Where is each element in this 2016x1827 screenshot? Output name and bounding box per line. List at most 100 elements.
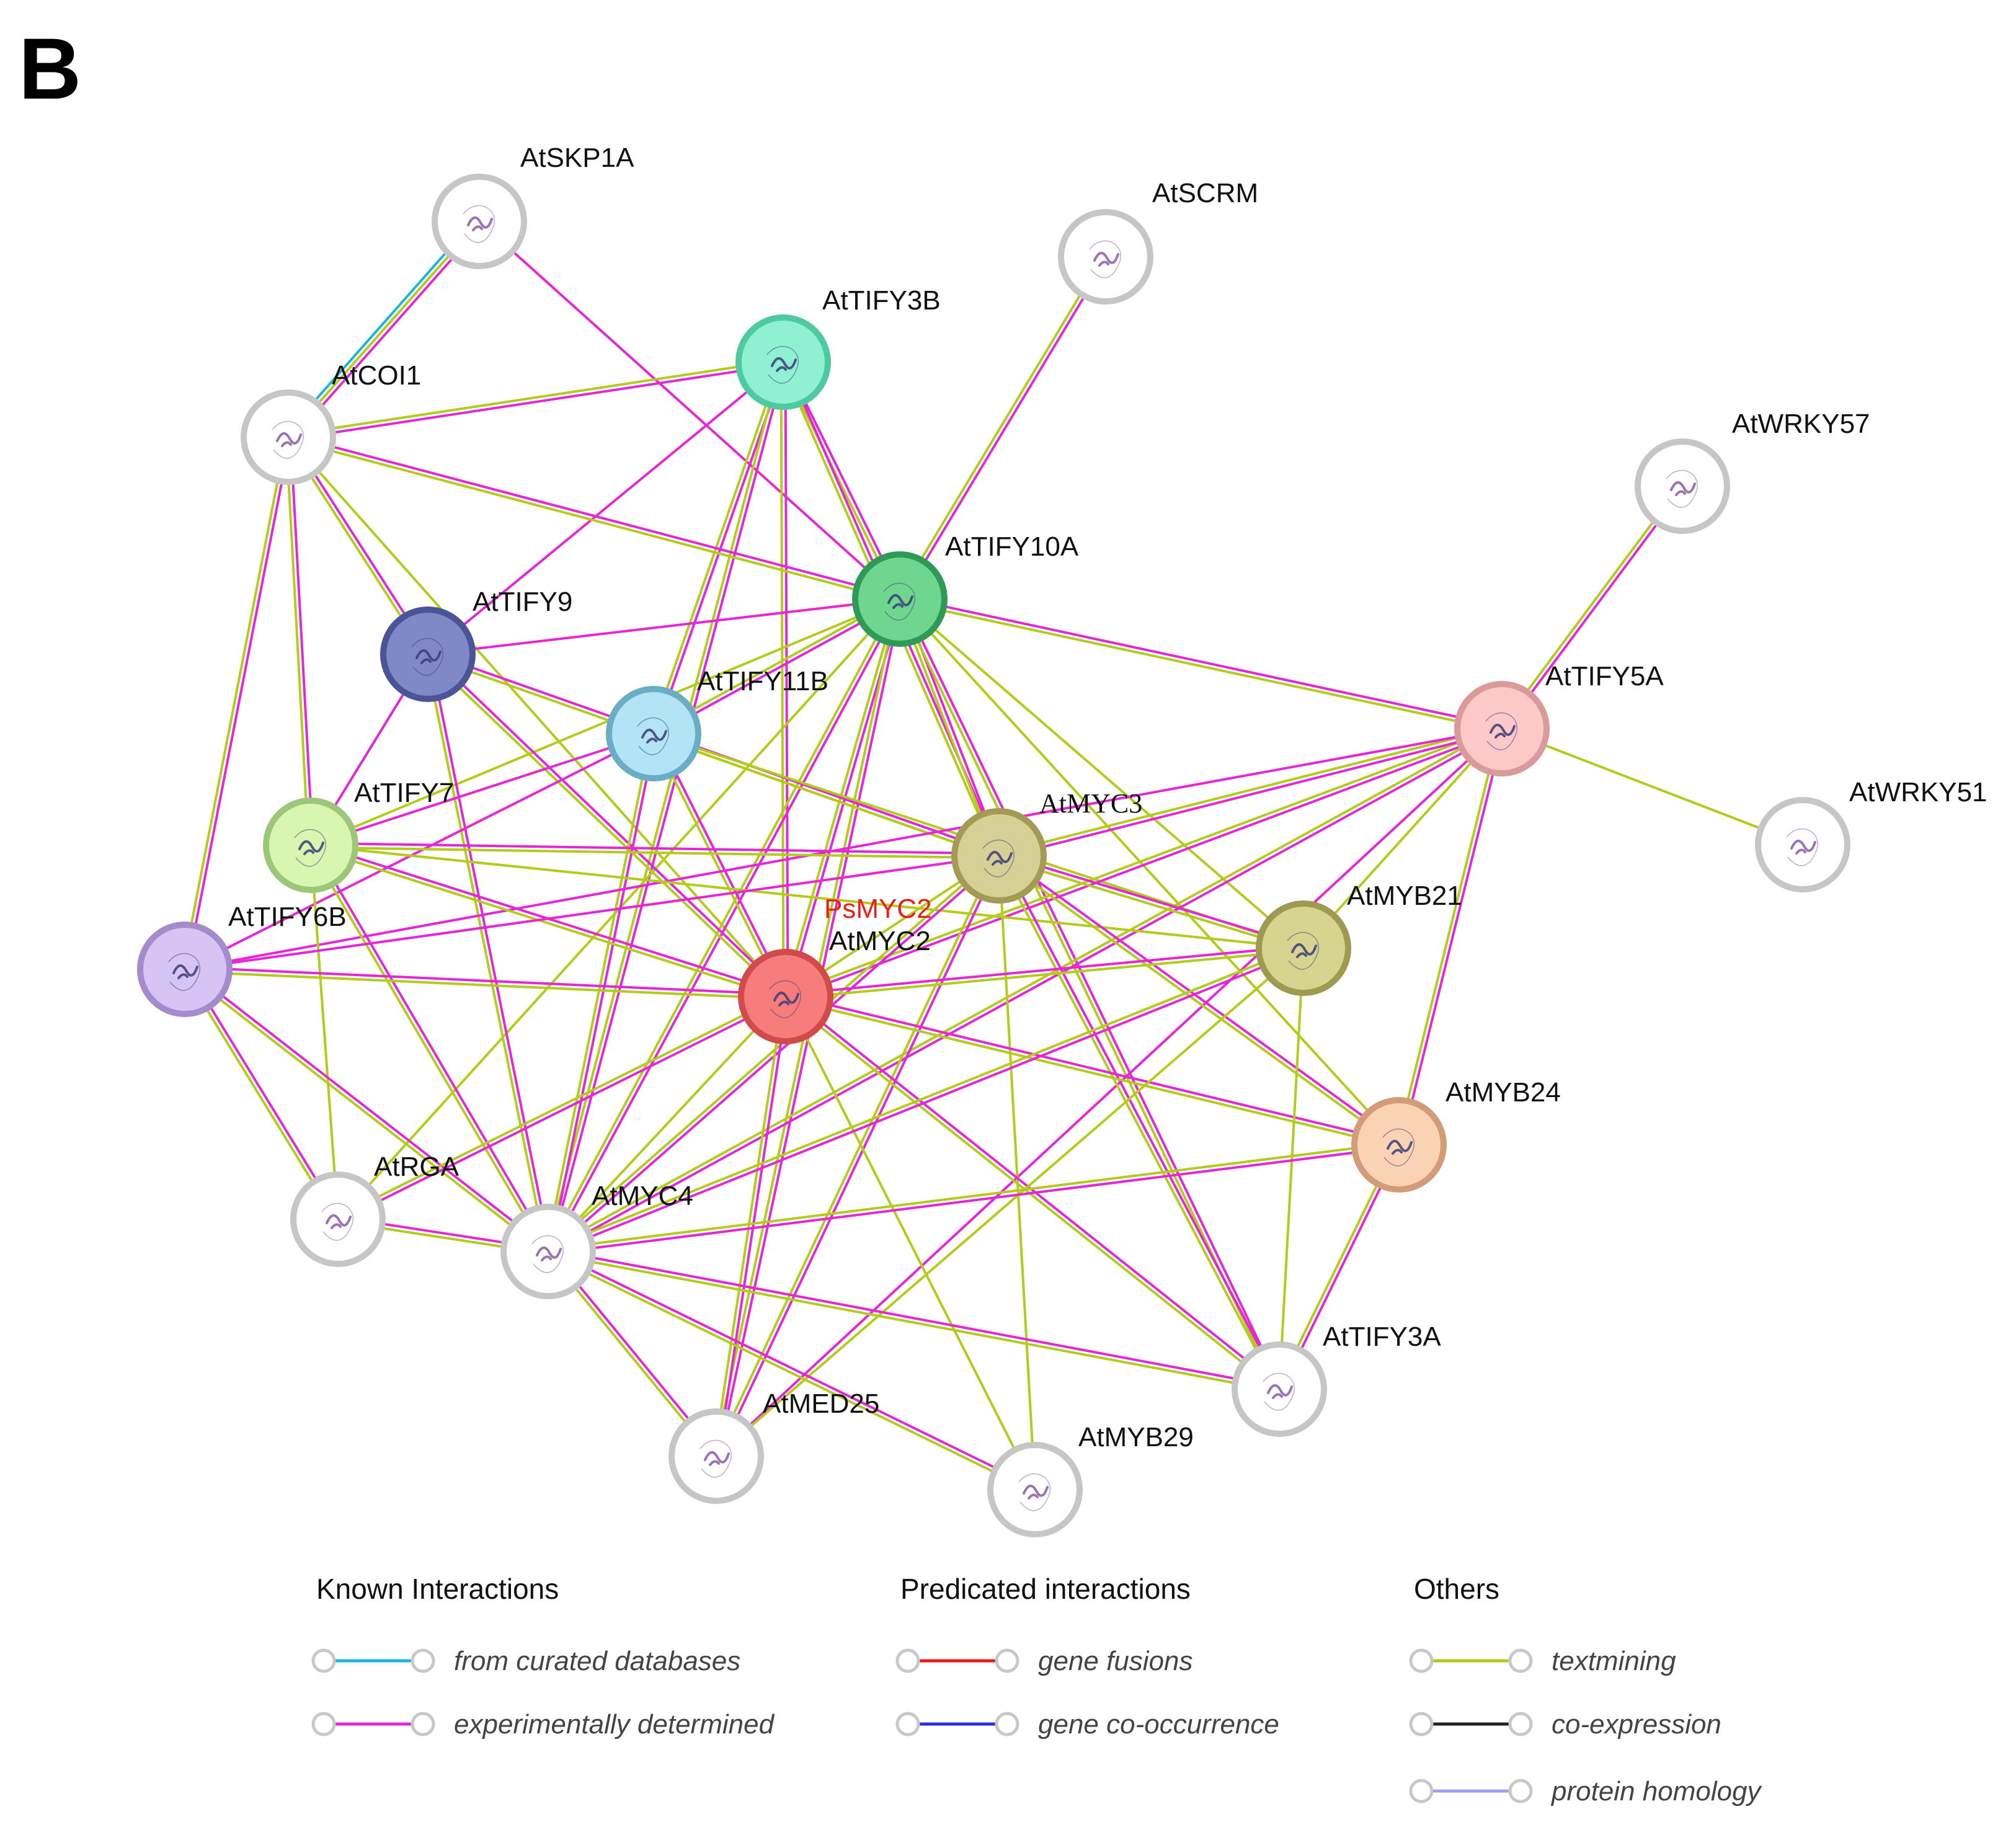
node-tify3b[interactable]: AtTIFY3B [735, 285, 941, 410]
edge-line-textmining [715, 947, 1305, 1457]
node-rga[interactable]: AtRGA [290, 1152, 460, 1267]
edge-tify3b-tify9 [427, 361, 784, 656]
node-tify3a[interactable]: AtTIFY3A [1232, 1322, 1441, 1437]
edge-tify9-myc4 [424, 652, 552, 1253]
legend-item-label: gene co-occurrence [1038, 1709, 1279, 1740]
edge-line-textmining [1302, 727, 1503, 949]
edge-line-experimental [337, 997, 788, 1223]
protein-structure-icon [699, 1439, 732, 1478]
edge-myc3-myb21 [997, 852, 1306, 952]
edge-line-textmining [1395, 727, 1501, 1146]
node-label-tify10a: AtTIFY10A [945, 531, 1079, 562]
node-tify7[interactable]: AtTIFY7 [263, 778, 454, 893]
legend-node-icon [311, 1712, 336, 1736]
node-scrm[interactable]: AtSCRM [1058, 178, 1258, 304]
node-label-tify11b: AtTIFY11B [697, 666, 828, 696]
edge-line-experimental [185, 966, 551, 1251]
edge-line-textmining [544, 732, 653, 1253]
edge-tify6b-rga [182, 967, 341, 1222]
edge-line-textmining [309, 846, 1000, 860]
edge-line-experimental [549, 361, 787, 1253]
edge-line-textmining [779, 361, 785, 998]
edge-line-experimental [427, 598, 901, 656]
node-label-coi1: AtCOI1 [332, 360, 421, 391]
protein-structure-icon [1382, 1128, 1414, 1167]
edge-tify7-myb21 [309, 844, 1305, 949]
node-tify5a[interactable]: AtTIFY5A [1454, 661, 1664, 776]
edge-line-textmining [783, 997, 1279, 1392]
node-label-tify3a: AtTIFY3A [1323, 1322, 1441, 1352]
node-myb29[interactable]: AtMYB29 [987, 1422, 1194, 1537]
edge-coi1-tify6b [181, 435, 292, 971]
legend-item: from curated databases [311, 1646, 740, 1676]
node-myc4[interactable]: AtMYC4 [500, 1181, 693, 1299]
protein-structure-icon [294, 829, 326, 867]
node-myb21[interactable]: AtMYB21 [1256, 881, 1462, 996]
edge-line-textmining [713, 853, 998, 1457]
node-label-skp1a: AtSKP1A [520, 143, 634, 173]
protein-structure-icon [168, 953, 200, 991]
edge-line-textmining [425, 654, 786, 1000]
edge-line-textmining [547, 995, 787, 1253]
edge-line-textmining [1499, 483, 1682, 729]
edge-tify6b-myc4 [182, 966, 551, 1255]
node-med25[interactable]: AtMED25 [668, 1389, 879, 1504]
edge-line-textmining [784, 995, 1036, 1491]
edge-line-textmining [309, 598, 901, 847]
node-tify6b[interactable]: AtTIFY6B [137, 902, 347, 1017]
protein-structure-icon [463, 205, 495, 243]
edge-tify5a-myb21 [1302, 727, 1503, 949]
protein-structure-icon [1666, 469, 1698, 508]
node-myc3[interactable]: AtMYC3 [951, 788, 1142, 904]
node-wrky57[interactable]: AtWRKY57 [1635, 409, 1870, 534]
node-tify10a[interactable]: AtTIFY10A [852, 531, 1079, 647]
edge-line-experimental [309, 842, 1001, 855]
edge-tify7-rga [309, 844, 339, 1220]
edge-line-experimental [287, 363, 785, 441]
edge-line-textmining [546, 1252, 1281, 1393]
edge-myc3-myb29 [998, 855, 1036, 1491]
node-tify11b[interactable]: AtTIFY11B [606, 666, 828, 781]
edge-tify11b-myc4 [544, 732, 657, 1253]
edge-line-experimental [900, 597, 1283, 1390]
edge-line-experimental [548, 949, 1306, 1255]
edge-tify5a-myc4 [546, 725, 1504, 1255]
edge-line-textmining [650, 733, 785, 999]
edge-tify6b-myc3 [184, 855, 1000, 971]
edge-myc4-myb29 [546, 1248, 1037, 1493]
protein-structure-icon [1089, 240, 1121, 278]
edge-line-textmining [286, 358, 784, 437]
legend-node-icon [1508, 1779, 1533, 1803]
edge-line-textmining [651, 734, 1000, 860]
edge-line-experimental [548, 1248, 1037, 1489]
node-coi1[interactable]: AtCOI1 [241, 360, 421, 485]
node-wrky51[interactable]: AtWRKY51 [1755, 777, 1987, 892]
node-label-tify6b: AtTIFY6B [228, 902, 347, 932]
legend-node-icon [311, 1648, 336, 1673]
edge-line-experimental [309, 732, 655, 847]
edge-line-textmining [897, 254, 1106, 600]
edge-myc2-myb29 [784, 995, 1036, 1491]
edge-line-experimental [1502, 486, 1685, 732]
edge-myc2-rga [335, 993, 788, 1223]
edge-myc2-myb24 [784, 993, 1401, 1149]
edge-line-textmining [546, 725, 1503, 1251]
legend-group-title: Predicated interactions [900, 1573, 1191, 1605]
edge-skp1a-coi1 [283, 217, 484, 442]
node-skp1a[interactable]: AtSKP1A [432, 143, 634, 269]
edge-coi1-tify7 [285, 435, 314, 847]
edge-line-textmining [182, 969, 338, 1222]
edge-line-experimental [549, 598, 904, 1254]
edge-wrky57-tify5a [1499, 483, 1685, 732]
edge-tify7-myc3 [309, 842, 1001, 860]
edge-line-experimental [784, 945, 1305, 996]
edge-myb21-myc4 [546, 945, 1306, 1255]
edge-line-experimental [784, 360, 789, 998]
edge-myc4-tify3a [546, 1248, 1281, 1393]
node-tify9[interactable]: AtTIFY9 [380, 587, 572, 702]
node-myb24[interactable]: AtMYB24 [1351, 1077, 1561, 1193]
